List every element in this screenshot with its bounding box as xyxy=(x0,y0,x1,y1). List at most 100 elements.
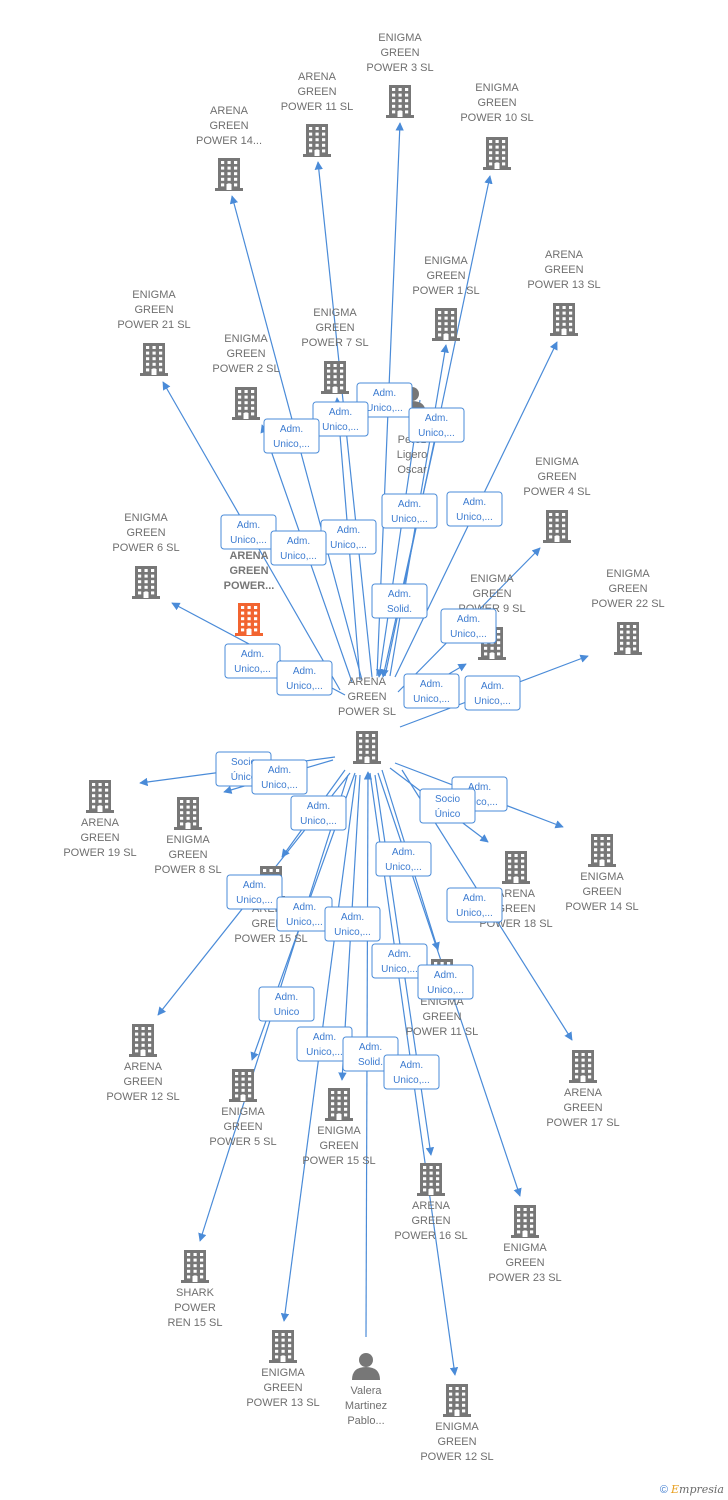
person-icon xyxy=(352,1353,380,1380)
edge-label-text: Unico,... xyxy=(236,895,273,906)
node-label-line: POWER 12 SL xyxy=(106,1091,179,1103)
edge-label-text: Socio xyxy=(435,794,460,805)
edge-label-l28[interactable]: Adm.Unico xyxy=(258,986,315,1022)
edge-label-text: Unico,... xyxy=(385,862,422,873)
node-label-line: ARENA xyxy=(545,249,584,261)
node-label-line: GREEN xyxy=(134,304,173,316)
edge-label-l24[interactable]: Adm.Unico,... xyxy=(276,896,333,932)
building-icon xyxy=(550,303,578,336)
edge-label-l2[interactable]: Adm.Unico,... xyxy=(408,407,465,443)
edge-label-text: Adm. xyxy=(329,407,352,418)
edge-label-text: Único xyxy=(435,807,461,820)
node-label-line: ENIGMA xyxy=(166,834,210,846)
edge-label-text: Adm. xyxy=(313,1032,336,1043)
edge-label-l3[interactable]: Adm.Unico,... xyxy=(312,401,369,437)
node-label-line: POWER 7 SL xyxy=(301,337,368,349)
edge-label-text: Unico,... xyxy=(230,535,267,546)
node-label-line: GREEN xyxy=(80,832,119,844)
building-icon xyxy=(132,566,160,599)
edge-label-l11[interactable]: Adm.Unico,... xyxy=(440,608,497,644)
node-n-ag13[interactable]: ARENA GREEN POWER 13 SL xyxy=(527,249,601,336)
node-n-agp[interactable]: ARENAGREENPOWER... xyxy=(224,550,275,636)
edge-label-l25[interactable]: Adm.Unico,... xyxy=(324,906,381,942)
node-label-line: ENIGMA xyxy=(475,82,519,94)
edge-label-box xyxy=(375,841,432,877)
edge-label-l4[interactable]: Adm.Unico,... xyxy=(263,418,320,454)
edge-label-box xyxy=(403,673,460,709)
edge-label-l7[interactable]: Adm.Unico,... xyxy=(220,514,277,550)
edge-label-l5[interactable]: Adm.Unico,... xyxy=(381,493,438,529)
node-label-line: POWER 22 SL xyxy=(591,598,664,610)
node-label-line: ENIGMA xyxy=(580,871,624,883)
edge-label-l27[interactable]: Adm.Unico,... xyxy=(417,964,474,1000)
node-label-line: POWER 14... xyxy=(196,135,262,147)
edge-label-l12[interactable]: Adm.Unico,... xyxy=(224,643,281,679)
edge-label-text: Unico,... xyxy=(450,629,487,640)
edge-label-text: Unico,... xyxy=(300,816,337,827)
edge-label-text: Unico,... xyxy=(427,985,464,996)
edge-label-l21[interactable]: Adm.Unico,... xyxy=(375,841,432,877)
copyright-symbol: © xyxy=(659,1484,668,1496)
edge-arrow xyxy=(375,399,421,678)
edge-label-text: Unico,... xyxy=(413,694,450,705)
edge-label-l13[interactable]: Adm.Unico,... xyxy=(276,660,333,696)
edge-label-l23[interactable]: Adm.Unico,... xyxy=(446,887,503,923)
node-label-line: POWER... xyxy=(224,580,275,592)
node-label-line: GREEN xyxy=(544,264,583,276)
edge-label-l14[interactable]: Adm.Unico,... xyxy=(403,673,460,709)
node-n-valera[interactable]: ValeraMartinezPablo... xyxy=(345,1353,387,1427)
edge-label-l31[interactable]: Adm.Unico,... xyxy=(383,1054,440,1090)
node-label-line: POWER 11 SL xyxy=(281,101,354,113)
node-label-line: POWER 5 SL xyxy=(209,1136,276,1148)
edge-label-text: Unico,... xyxy=(261,780,298,791)
node-label-line: Valera xyxy=(351,1385,383,1397)
building-icon xyxy=(325,1088,353,1121)
building-icon xyxy=(543,510,571,543)
edge-label-l20[interactable]: Adm.Unico,... xyxy=(290,795,347,831)
edge-label-text: Unico,... xyxy=(330,540,367,551)
building-icon xyxy=(303,124,331,157)
edge-label-l1[interactable]: Adm.Unico,... xyxy=(356,382,413,418)
building-icon xyxy=(417,1163,445,1196)
edge-label-l29[interactable]: Adm.Unico,... xyxy=(296,1026,353,1062)
edge-label-l17[interactable]: Adm.Unico,... xyxy=(251,759,308,795)
edge-label-l26[interactable]: Adm.Unico,... xyxy=(371,943,428,979)
edge-label-l15[interactable]: Adm.Unico,... xyxy=(464,675,521,711)
edge-label-box xyxy=(383,1054,440,1090)
node-label-line: POWER 13 SL xyxy=(527,279,600,291)
edge-label-l10[interactable]: Adm.Solid. xyxy=(371,583,428,619)
edge-label-box xyxy=(371,583,428,619)
edge-label-box xyxy=(356,382,413,418)
edge-label-l9[interactable]: Adm.Unico,... xyxy=(270,530,327,566)
edge-label-text: Unico,... xyxy=(234,664,271,675)
edge-label-l22[interactable]: Adm.Unico,... xyxy=(226,874,283,910)
edge-label-l6[interactable]: Adm.Unico,... xyxy=(446,491,503,527)
edge-label-l8[interactable]: Adm.Unico,... xyxy=(320,519,377,555)
edge-label-text: Unico,... xyxy=(280,551,317,562)
